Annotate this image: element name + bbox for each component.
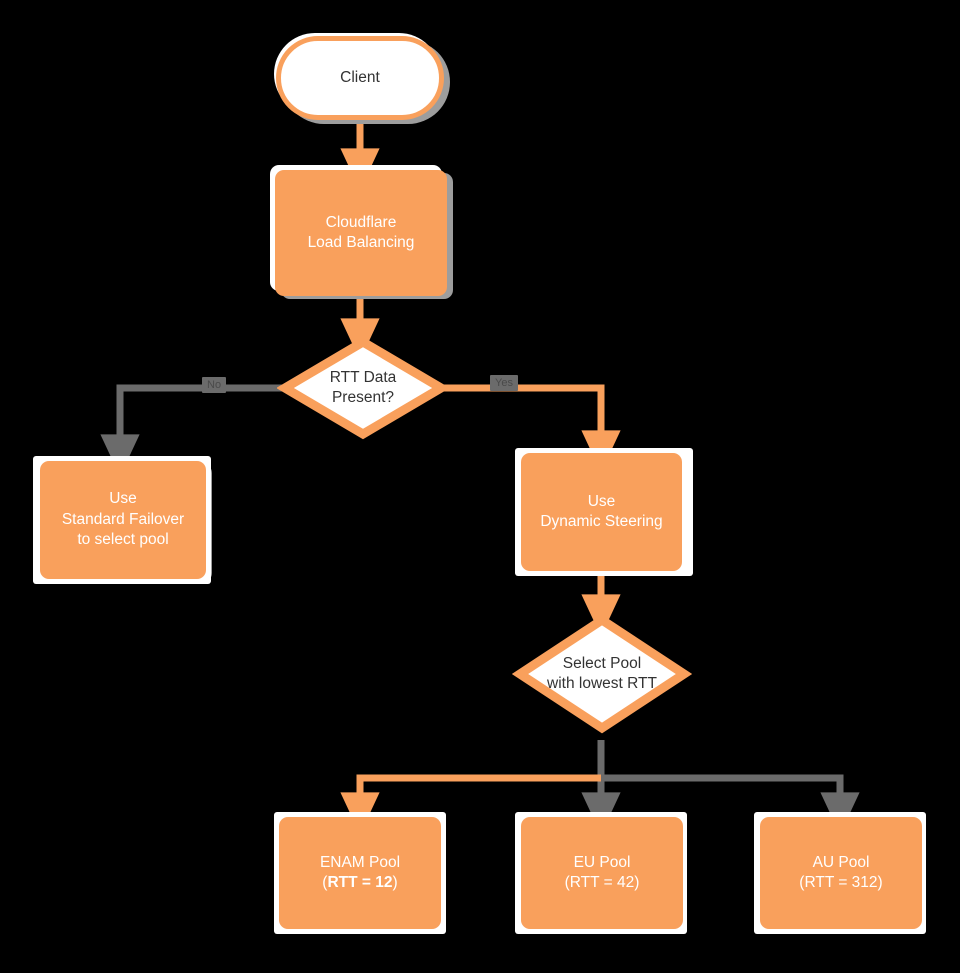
node-standard-failover-line2: Standard Failover: [61, 510, 185, 528]
node-select-pool[interactable]: Select Pool with lowest RTT: [512, 612, 692, 736]
node-load-balancing[interactable]: Cloudflare Load Balancing: [275, 170, 447, 296]
node-rtt-decision-line2: Present?: [331, 389, 395, 406]
node-eu-pool-line2: (RTT = 42): [564, 874, 640, 891]
node-dynamic-steering-line1: Use: [587, 492, 616, 510]
node-enam-pool-line2: (RTT = 12): [322, 873, 397, 893]
edge-label-no: No: [202, 377, 227, 394]
node-au-pool-line2: (RTT = 312): [799, 874, 883, 891]
node-client[interactable]: Client: [276, 36, 444, 120]
node-enam-pool-paren-close: ): [392, 874, 398, 891]
node-eu-pool[interactable]: EU Pool (RTT = 42): [521, 817, 683, 929]
node-select-pool-text: Select Pool with lowest RTT: [512, 612, 692, 736]
edge-rtt-decision-no-to-standard-failover: [100, 384, 283, 477]
edge-label-yes: Yes: [490, 375, 518, 392]
node-rtt-decision-text: RTT Data Present?: [277, 334, 449, 442]
node-au-pool-line1: AU Pool: [812, 853, 870, 871]
node-select-pool-line1: Select Pool: [562, 654, 642, 672]
node-dynamic-steering-line2: Dynamic Steering: [540, 513, 663, 530]
node-eu-pool-line1: EU Pool: [573, 853, 631, 871]
node-standard-failover[interactable]: Use Standard Failover to select pool: [40, 461, 206, 579]
rtt-decision-diamond-icon: [277, 336, 449, 440]
node-standard-failover-line1: Use: [109, 490, 137, 508]
node-load-balancing-line2: Load Balancing: [307, 234, 415, 251]
edge-rtt-decision-yes-to-dynamic-steering: [437, 384, 621, 473]
edge-select-pool-to-enam-pool: [340, 774, 601, 835]
node-select-pool-line2: with lowest RTT: [547, 675, 657, 692]
node-dynamic-steering[interactable]: Use Dynamic Steering: [521, 453, 682, 571]
node-au-pool[interactable]: AU Pool (RTT = 312): [760, 817, 922, 929]
node-enam-pool-paren-open: (: [322, 874, 328, 891]
node-load-balancing-line1: Cloudflare: [325, 213, 397, 231]
node-client-label: Client: [340, 68, 380, 86]
node-rtt-decision-line1: RTT Data: [329, 368, 397, 386]
node-enam-pool-rtt-value: RTT = 12: [327, 874, 393, 891]
node-standard-failover-line3: to select pool: [77, 531, 169, 549]
edge-select-pool-to-au-pool: [601, 774, 860, 835]
node-enam-pool[interactable]: ENAM Pool (RTT = 12): [279, 817, 441, 929]
node-enam-pool-line1: ENAM Pool: [319, 853, 401, 871]
select-pool-diamond-icon: [512, 614, 692, 734]
node-rtt-data-present[interactable]: RTT Data Present?: [277, 334, 449, 442]
